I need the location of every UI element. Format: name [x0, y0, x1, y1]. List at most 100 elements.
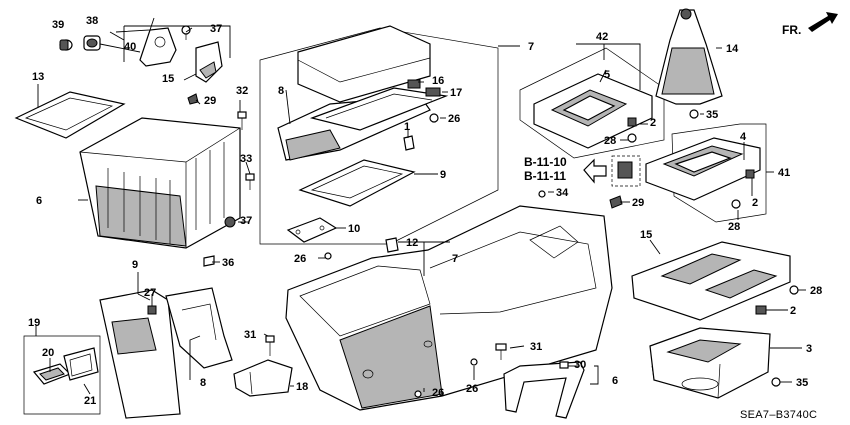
clip-part-36 [203, 255, 215, 267]
callout-17: 13 [32, 71, 44, 83]
callout-2-lower: 2 [790, 305, 796, 317]
clip-part-28-upper [627, 133, 637, 143]
socket-part-38 [83, 35, 101, 51]
clip-part-2-upper [627, 117, 637, 127]
callout-4: 4 [740, 131, 747, 143]
callout-2-upper: 2 [650, 117, 656, 129]
screw-part-34 [538, 190, 546, 198]
group-box-23 [23, 335, 101, 415]
side-panel-part-9 [99, 289, 181, 419]
direction-label: FR. [782, 23, 801, 37]
bracket-part-19 [195, 41, 223, 83]
pocket-part-24 [32, 363, 72, 385]
panel-group-42 [519, 47, 665, 159]
callout-6: 6 [612, 375, 618, 387]
callout-26-mid: 26 [294, 253, 306, 265]
clip-part-30 [559, 361, 569, 369]
bracket-part-40 [139, 27, 177, 67]
socket-part-39 [59, 39, 73, 51]
callout-29-mid: 29 [632, 197, 644, 209]
callout-33: 33 [240, 153, 252, 165]
mat-part-17 [14, 91, 126, 139]
callout-19: 15 [162, 73, 174, 85]
callout-28-mid: 28 [728, 221, 740, 233]
screw-part-26-lower-b [470, 358, 478, 366]
callout-24: 20 [42, 347, 54, 359]
callout-35-lower: 35 [796, 377, 808, 389]
screw-part-26-upper [429, 113, 439, 123]
panel-group-41 [671, 123, 767, 223]
panel-part-5 [533, 73, 653, 149]
callout-32: 32 [236, 85, 248, 97]
clip-part-28-lower [789, 285, 799, 295]
callout-3: 3 [806, 343, 812, 355]
latch-part-21 [407, 79, 421, 89]
callout-2-mid: 2 [752, 197, 758, 209]
reference-code-2: B-11-11 [524, 169, 566, 183]
callout-34: 34 [556, 187, 569, 199]
bracket-part-6 [503, 361, 585, 419]
callout-26-lower-b: 26 [466, 383, 478, 395]
callout-7: 7 [452, 253, 458, 265]
reference-code-1: B-11-10 [524, 155, 567, 169]
callout-20: 17 [450, 87, 462, 99]
clip-part-35-upper [689, 109, 699, 119]
callout-37-top: 37 [210, 23, 222, 35]
callout-8: 8 [200, 377, 206, 389]
callout-11: 7 [528, 41, 534, 53]
panel-part-4 [645, 137, 761, 201]
armrest-lid [297, 25, 431, 103]
latch-tray [309, 87, 449, 131]
bracket-part-22 [233, 359, 293, 397]
bolt-part-31-left [265, 335, 275, 356]
callout-14: 10 [348, 223, 360, 235]
clip-part-29-mid [609, 195, 623, 209]
callout-25: 21 [84, 395, 96, 407]
callout-28-lower: 28 [810, 285, 822, 297]
clip-part-1 [403, 135, 415, 151]
latch-part-20 [425, 87, 441, 97]
callout-15: 15 [640, 229, 652, 241]
callout-42: 42 [596, 31, 608, 43]
switch-connector [611, 155, 641, 187]
callout-39: 39 [52, 19, 64, 31]
callout-28-upper: 28 [604, 135, 616, 147]
bracket-part-8 [165, 287, 233, 369]
bolt-part-33 [245, 173, 255, 190]
screw-part-37-top [181, 25, 191, 40]
callout-1: 1 [404, 121, 410, 133]
bolt-part-32 [237, 111, 247, 130]
leader-lines [35, 17, 806, 395]
callout-12: 8 [278, 85, 284, 97]
callout-26-lower-a: 26 [432, 387, 444, 399]
callout-labels: 39 38 40 37 15 29 13 6 32 33 37 36 8 7 1… [28, 15, 822, 421]
callout-22: 18 [296, 381, 308, 393]
callout-38: 38 [86, 15, 98, 27]
callout-29-left: 29 [204, 95, 216, 107]
armrest-group-11 [259, 27, 499, 245]
clip-part-35-lower [771, 377, 781, 387]
callout-31-left: 31 [244, 329, 256, 341]
front-direction-arrow-icon [808, 12, 838, 32]
callout-30: 30 [574, 359, 586, 371]
panel-part-15 [631, 241, 791, 321]
callout-37-lower: 37 [240, 215, 252, 227]
callout-5: 5 [604, 69, 610, 81]
shift-boot-part-18 [655, 8, 723, 105]
clip-part-2-lower [755, 305, 767, 315]
clip-part-27 [147, 305, 157, 315]
arrow-left-icon [583, 158, 607, 184]
screw-part-26-mid [324, 252, 332, 260]
callout-41: 41 [778, 167, 790, 179]
callout-13: 9 [440, 169, 446, 181]
callout-23: 19 [28, 317, 40, 329]
callout-9: 9 [132, 259, 138, 271]
console-box-part-10 [79, 117, 241, 249]
bolt-part-31-center [495, 343, 507, 360]
callout-27: 27 [144, 287, 156, 299]
clip-part-2-mid [745, 169, 755, 179]
callout-40: 40 [124, 41, 136, 53]
callout-35-upper: 35 [706, 109, 718, 121]
callout-16: 12 [406, 237, 418, 249]
callout-21: 16 [432, 75, 444, 87]
